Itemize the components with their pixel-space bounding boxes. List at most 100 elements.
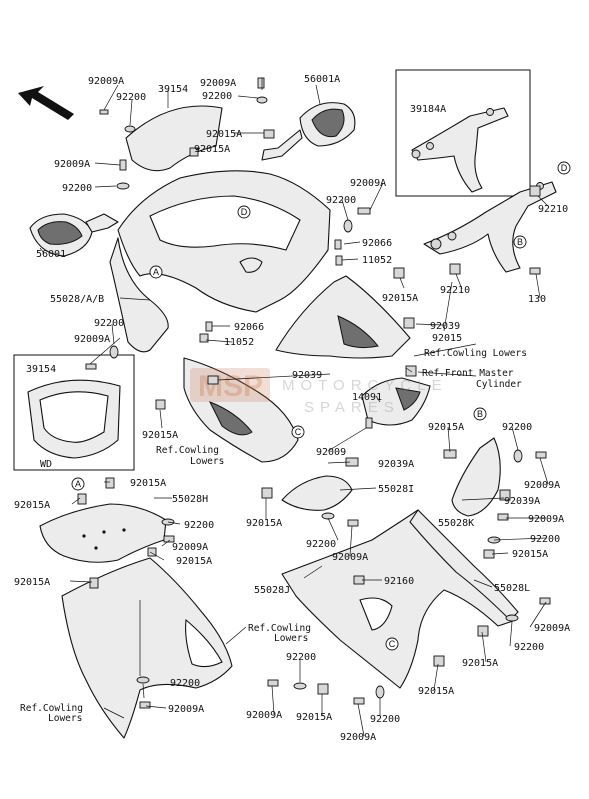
ref-cowling-lowers: Ref.Cowling Lowers <box>424 348 527 359</box>
watermark-line2: SPARES <box>304 399 400 416</box>
part-label: 92200 <box>170 678 200 689</box>
lower-cowling-left <box>61 557 233 739</box>
svg-text:B: B <box>477 409 483 419</box>
part-label: 92009A <box>200 78 236 89</box>
side-cover-55028AB <box>109 237 169 353</box>
callout-B-1: B <box>513 235 527 249</box>
windshield-inset-box <box>13 354 135 471</box>
part-label: 92200 <box>62 183 92 194</box>
inner-panel-left-cutout <box>208 401 253 436</box>
svg-text:C: C <box>295 427 302 437</box>
part-label: 92015A <box>194 144 230 155</box>
part-label: 55028K <box>438 518 474 529</box>
part-label: 92066 <box>234 322 264 333</box>
callout-C-1: C <box>291 425 305 439</box>
part-label: 92015A <box>206 129 242 140</box>
part-label: 92009 <box>316 447 346 458</box>
svg-text:D: D <box>241 207 248 217</box>
ref-cowling-lowers-line2: Lowers <box>190 456 224 467</box>
part-label: 55028L <box>494 583 530 594</box>
windshield-inset <box>27 379 121 459</box>
part-label: 130 <box>528 294 546 305</box>
watermark-brand: MSP <box>198 370 263 403</box>
part-label: 92200 <box>184 520 214 531</box>
callout-D-2: D <box>557 161 571 175</box>
part-label: 92009A <box>168 704 204 715</box>
panel-55028I <box>281 475 353 511</box>
part-label: 14091 <box>352 392 382 403</box>
ref-cowling-lowers: Ref.Cowling <box>248 623 311 634</box>
part-labels: 92009A 39154 92009A 56001A 92200 92200 3… <box>14 74 570 743</box>
part-label: 92015A <box>428 422 464 433</box>
part-label: 92015A <box>418 686 454 697</box>
part-label: 92009A <box>340 732 376 743</box>
part-label: 92015A <box>382 293 418 304</box>
part-label: 92200 <box>306 539 336 550</box>
svg-text:A: A <box>153 267 159 277</box>
part-label: 92200 <box>202 91 232 102</box>
svg-text:B: B <box>517 237 523 247</box>
ref-front-master-line2: Cylinder <box>476 379 522 390</box>
part-label: 92009A <box>332 552 368 563</box>
ref-cowling-lowers: Ref.Cowling <box>156 445 219 456</box>
ref-cowling-lowers-line2: Lowers <box>48 713 82 724</box>
part-label: 92200 <box>286 652 316 663</box>
part-label: 55028/A/B <box>50 294 104 305</box>
part-label: 56001A <box>304 74 340 85</box>
part-label: 92015A <box>462 658 498 669</box>
part-label: 92015A <box>142 430 178 441</box>
windshield <box>125 105 223 172</box>
part-label: 39184A <box>410 104 446 115</box>
part-label: 92009A <box>172 542 208 553</box>
bracket-39184A <box>411 107 509 193</box>
part-label: 92200 <box>116 92 146 103</box>
mirror-right <box>261 102 356 161</box>
part-label: WD <box>40 459 52 470</box>
part-label: 92009A <box>54 159 90 170</box>
part-label: 92039A <box>504 496 540 507</box>
undercover-55028H <box>39 503 167 563</box>
svg-text:D: D <box>561 163 568 173</box>
part-label: 92200 <box>370 714 400 725</box>
panel-55028K <box>451 437 501 517</box>
mirror-left <box>29 213 119 257</box>
svg-text:A: A <box>75 479 81 489</box>
bracket-inset-box <box>395 69 531 197</box>
part-label: 92009A <box>534 623 570 634</box>
part-label: 92009A <box>74 334 110 345</box>
part-label: 92200 <box>326 195 356 206</box>
mount-bracket <box>423 181 557 273</box>
part-label: 92009A <box>524 480 560 491</box>
callout-C-2: C <box>385 637 399 651</box>
part-label: 92210 <box>440 285 470 296</box>
ref-cowling-lowers-line2: Lowers <box>274 633 308 644</box>
reference-labels: Ref.Cowling Lowers Ref.Front Master Cyli… <box>20 348 527 724</box>
ref-front-master: Ref.Front Master <box>422 368 514 379</box>
part-label: 55028I <box>378 484 414 495</box>
leader-lines <box>39 78 549 737</box>
callout-D-1: D <box>237 205 251 219</box>
watermark-line: MOTORCYCLE <box>282 377 448 394</box>
svg-text:C: C <box>389 639 396 649</box>
part-label: 92015A <box>246 518 282 529</box>
part-label: 92009A <box>88 76 124 87</box>
part-label: 56001 <box>36 249 66 260</box>
part-label: 55028J <box>254 585 290 596</box>
part-label: 92200 <box>94 318 124 329</box>
part-label: 92015 <box>432 333 462 344</box>
part-label: 39154 <box>158 84 188 95</box>
part-label: 92039 <box>292 370 322 381</box>
callout-B-2: B <box>473 407 487 421</box>
part-label: 55028H <box>172 494 208 505</box>
front-arrow-icon <box>18 86 74 120</box>
part-label: 92015A <box>512 549 548 560</box>
part-label: 92015A <box>296 712 332 723</box>
part-label: 11052 <box>362 255 392 266</box>
part-label: 92066 <box>362 238 392 249</box>
part-label: 92015A <box>176 556 212 567</box>
part-label: 11052 <box>224 337 254 348</box>
part-label: 92015A <box>14 500 50 511</box>
part-label: 92160 <box>384 576 414 587</box>
